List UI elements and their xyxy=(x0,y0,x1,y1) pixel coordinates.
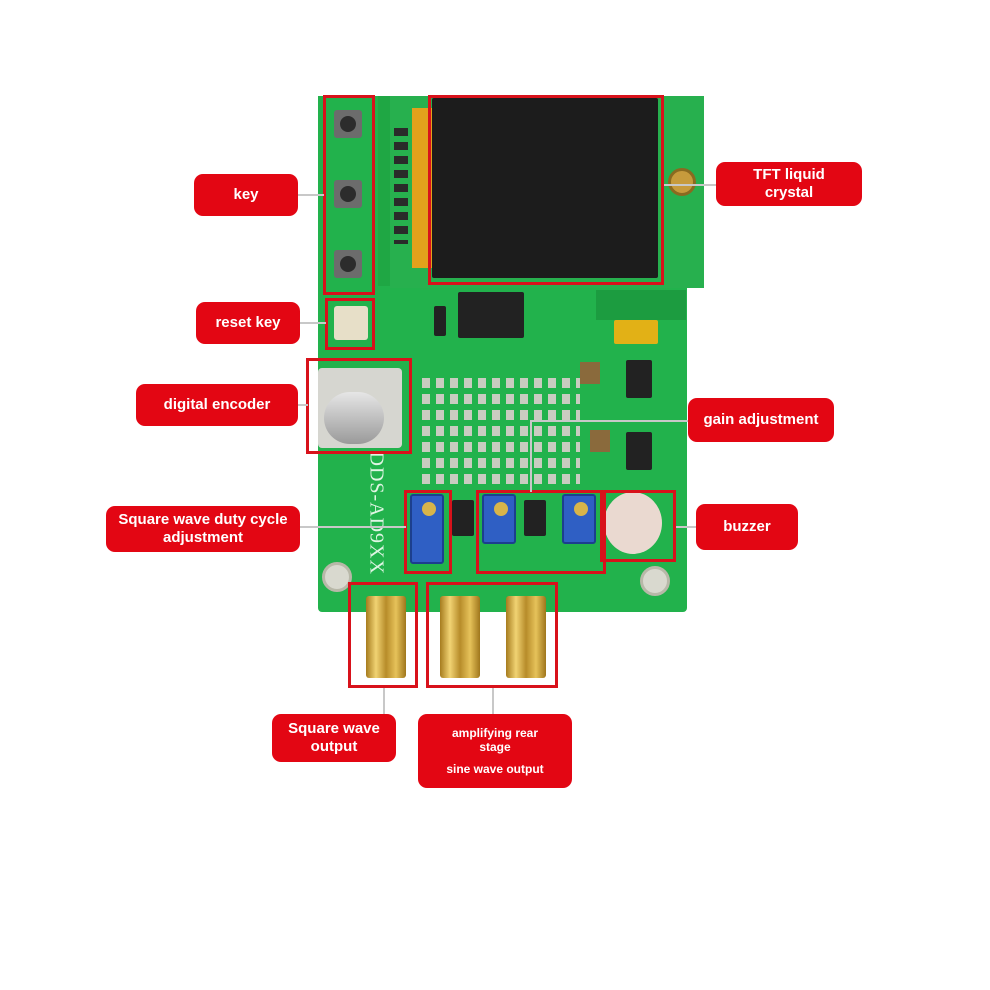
encoder-leader-line xyxy=(298,404,308,406)
reset-leader-line xyxy=(298,322,326,324)
header-pins xyxy=(394,128,408,244)
mounting-hole-left xyxy=(322,562,352,592)
amplifying-line-1: amplifying rear xyxy=(451,726,539,740)
square-output-line-1: Square wave xyxy=(288,720,380,737)
amplifying-line-2: stage xyxy=(479,740,511,754)
tft-label-line-1: TFT liquid xyxy=(753,166,825,183)
board-silkscreen: DDS-AD9XX xyxy=(365,451,388,575)
square-wave-sma-connector xyxy=(366,596,406,678)
amplifying-rear-stage-label: amplifying rear stage sine wave output xyxy=(418,714,572,788)
tft-lcd-screen xyxy=(432,98,658,278)
reset-key-highlight-box xyxy=(325,298,375,350)
encoder-knob[interactable] xyxy=(324,392,384,444)
sine-sma-connector-1 xyxy=(440,596,480,678)
gain-potentiometer-2[interactable] xyxy=(562,494,596,544)
gain-potentiometer-1[interactable] xyxy=(482,494,516,544)
gain-adjustment-label-text: gain adjustment xyxy=(703,411,819,428)
duty-leader-line xyxy=(300,526,406,528)
gain-leader-v xyxy=(530,420,532,492)
square-output-leader-line xyxy=(383,688,385,716)
op-amp-2 xyxy=(524,500,546,536)
capacitor-2 xyxy=(590,430,610,452)
duty-label-line-2: adjustment xyxy=(162,529,243,546)
regulator-2 xyxy=(626,432,652,470)
mounting-hole-right xyxy=(640,566,670,596)
tft-leader-line xyxy=(664,184,716,186)
encoder-highlight-box xyxy=(306,358,412,454)
key-highlight-box xyxy=(323,95,375,295)
reset-key-button[interactable] xyxy=(334,306,368,340)
tft-highlight-box xyxy=(428,95,664,285)
duty-cycle-highlight-box xyxy=(404,490,452,574)
lcd-connector-tape xyxy=(412,108,432,268)
gain-highlight-box xyxy=(476,490,606,574)
gain-leader-h xyxy=(530,420,688,422)
pcb-shade xyxy=(596,290,686,320)
buzzer-label-text: buzzer xyxy=(723,518,771,535)
key-label: key xyxy=(194,174,298,216)
duty-cycle-potentiometer[interactable] xyxy=(410,494,444,564)
buzzer-label: buzzer xyxy=(696,504,798,550)
gain-adjustment-label: gain adjustment xyxy=(688,398,834,442)
buzzer-leader-line xyxy=(676,526,696,528)
key-button-1[interactable] xyxy=(334,110,362,138)
duty-label-line-1: Square wave duty cycle xyxy=(118,511,288,528)
key-button-3[interactable] xyxy=(334,250,362,278)
sine-output-leader-line xyxy=(492,688,494,716)
square-output-highlight-box xyxy=(348,582,418,688)
filter-component-grid xyxy=(422,378,580,490)
square-duty-cycle-label: Square wave duty cycle adjustment xyxy=(106,506,300,552)
square-output-line-2: output xyxy=(310,738,358,755)
op-amp-1 xyxy=(452,500,474,536)
digital-encoder-label-text: digital encoder xyxy=(163,396,271,413)
reset-key-label: reset key xyxy=(196,302,300,344)
capacitor-1 xyxy=(580,362,600,384)
key-label-text: key xyxy=(233,186,259,203)
key-leader-line xyxy=(296,194,324,196)
sine-output-highlight-box xyxy=(426,582,558,688)
dds-chip xyxy=(458,292,524,338)
buzzer-highlight-box xyxy=(600,490,676,562)
regulator-1 xyxy=(626,360,652,398)
tft-liquid-crystal-label: TFT liquid crystal xyxy=(716,162,862,206)
digital-encoder-label: digital encoder xyxy=(136,384,298,426)
amplifying-line-3: sine wave output xyxy=(446,762,544,776)
tantalum-capacitor xyxy=(614,320,658,344)
key-button-2[interactable] xyxy=(334,180,362,208)
jumper xyxy=(434,306,446,336)
lcd-screw xyxy=(668,168,696,196)
buzzer-component xyxy=(604,492,662,554)
square-wave-output-label: Square wave output xyxy=(272,714,396,762)
sine-sma-connector-2 xyxy=(506,596,546,678)
tft-label-line-2: crystal xyxy=(764,184,814,201)
reset-key-label-text: reset key xyxy=(215,314,281,331)
